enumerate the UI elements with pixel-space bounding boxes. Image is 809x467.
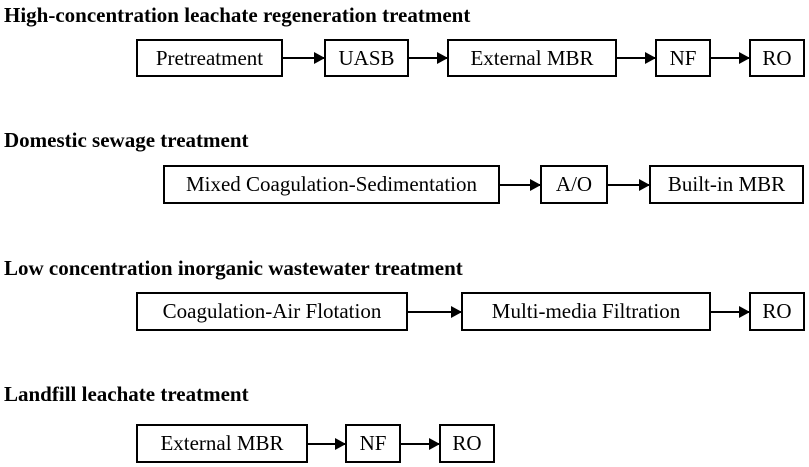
flow-arrow	[617, 52, 656, 64]
step-box-built-in-mbr: Built-in MBR	[649, 165, 804, 204]
step-box-ro: RO	[439, 424, 495, 463]
flow-arrow	[608, 179, 650, 191]
flow-arrow	[500, 179, 541, 191]
flow-arrow	[401, 438, 440, 450]
section-title: High-concentration leachate regeneration…	[4, 3, 471, 27]
step-box-multi-media-filtration: Multi-media Filtration	[461, 292, 711, 331]
flow-arrow	[308, 438, 346, 450]
step-box-ro: RO	[749, 39, 805, 77]
flow-arrow	[711, 52, 750, 64]
step-box-external-mbr: External MBR	[447, 39, 617, 77]
step-box-ro: RO	[749, 292, 805, 331]
section-title: Low concentration inorganic wastewater t…	[4, 256, 463, 280]
step-box-uasb: UASB	[324, 39, 409, 77]
section-title: Domestic sewage treatment	[4, 128, 249, 152]
step-box-a-o: A/O	[540, 165, 608, 204]
step-box-nf: NF	[655, 39, 711, 77]
flow-arrow	[409, 52, 448, 64]
step-box-coagulation-air-flotation: Coagulation-Air Flotation	[136, 292, 408, 331]
step-box-pretreatment: Pretreatment	[136, 39, 283, 77]
flow-arrow	[711, 306, 750, 318]
section-title: Landfill leachate treatment	[4, 382, 249, 406]
step-box-external-mbr: External MBR	[136, 424, 308, 463]
flow-arrow	[283, 52, 325, 64]
flow-arrow	[408, 306, 462, 318]
step-box-nf: NF	[345, 424, 401, 463]
step-box-mixed-coagulation-sedimentation: Mixed Coagulation-Sedimentation	[163, 165, 500, 204]
